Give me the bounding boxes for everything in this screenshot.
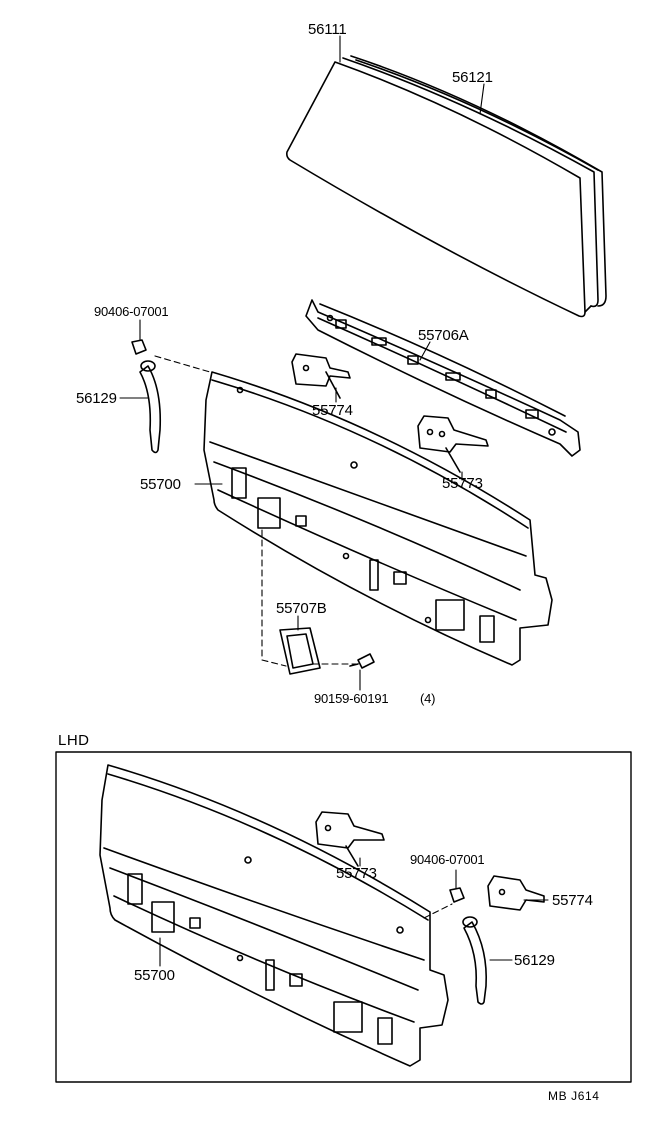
dashed-lines-top	[155, 356, 356, 666]
dashed-lines-lhd	[424, 904, 452, 918]
clip-top	[132, 340, 146, 354]
callout-55706a: 55706A	[418, 327, 469, 344]
callout-55700-lhd: 55700	[134, 967, 175, 984]
lhd-inset-frame	[56, 752, 631, 1082]
clip-lhd	[450, 888, 464, 902]
service-cover	[280, 628, 320, 674]
callout-90159: 90159-60191	[314, 691, 389, 706]
callout-55774-lhd: 55774	[552, 892, 593, 909]
back-panel-lhd	[100, 765, 448, 1066]
callout-90406-top: 90406-07001	[94, 304, 169, 319]
weatherstrip	[343, 56, 606, 312]
drain-hose-lhd	[463, 917, 486, 1004]
callout-56111: 56111	[308, 21, 347, 38]
callout-56129-top: 56129	[76, 390, 117, 407]
bracket-55773-lhd	[316, 812, 384, 866]
drain-hose-top	[140, 361, 160, 453]
callout-56129-lhd: 56129	[514, 952, 555, 969]
inset-heading: LHD	[58, 732, 90, 749]
back-panel-main	[204, 372, 552, 665]
bracket-55774-lhd	[488, 876, 544, 910]
screw	[350, 654, 374, 668]
callout-55774-top: 55774	[312, 402, 353, 419]
callout-90159-qty: (4)	[420, 691, 436, 706]
leader-lines-top	[120, 36, 484, 690]
callout-90406-lhd: 90406-07001	[410, 852, 485, 867]
callout-55773-top: 55773	[442, 475, 483, 492]
diagram-code: MB J614	[548, 1089, 600, 1103]
rear-window-glass	[287, 62, 585, 317]
leader-lines-lhd	[160, 858, 548, 966]
callout-55707b: 55707B	[276, 600, 327, 617]
callout-55773-lhd: 55773	[336, 865, 377, 882]
bracket-55774	[292, 354, 350, 398]
upper-reinforcement	[306, 300, 580, 456]
bracket-55773	[418, 416, 488, 472]
callout-56121: 56121	[452, 69, 493, 86]
callout-55700-top: 55700	[140, 476, 181, 493]
